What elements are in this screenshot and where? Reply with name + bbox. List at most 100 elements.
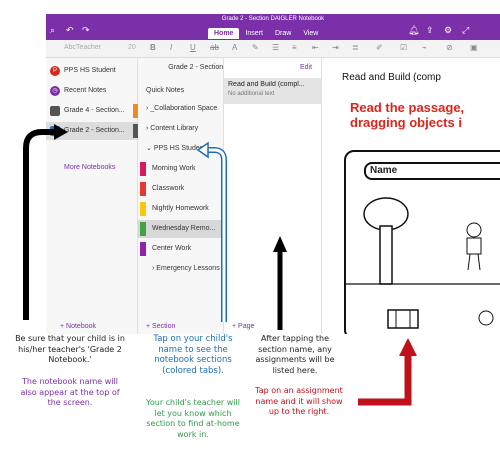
- section-tab-wednesday-remote[interactable]: Wednesday Remo...: [138, 220, 224, 238]
- notebook-grade2[interactable]: Grade 2 - Section...: [46, 122, 138, 140]
- section-color-swatch: [140, 222, 146, 236]
- more-notebooks-link[interactable]: More Notebooks: [64, 164, 116, 171]
- section-group-collaboration[interactable]: › _Collaboration Space: [138, 100, 224, 118]
- page-item-title: Read and Build (compl...: [228, 81, 305, 88]
- notebook-color-bar: [133, 104, 138, 118]
- outdent-icon[interactable]: ⇤: [312, 43, 319, 52]
- name-field: Name: [364, 162, 500, 180]
- title-bar: Grade 2 - Section DAIGLER Notebook ⌕ ↶ ↷…: [46, 14, 500, 40]
- annotation-section-instruction: Tap on your child's name to see the note…: [153, 334, 233, 376]
- window-title: Grade 2 - Section DAIGLER Notebook: [221, 16, 325, 22]
- annotation-notebook-instruction: Be sure that your child is in his/her te…: [15, 334, 125, 364]
- checkbox-tag-icon[interactable]: ☑: [400, 43, 408, 52]
- section-tab-label: Nightly Homework: [152, 205, 209, 212]
- section-tab-emergency-lessons[interactable]: › Emergency Lessons: [138, 260, 224, 278]
- worksheet-drawing: [346, 197, 500, 329]
- notebook-grade2-label: Grade 2 - Section...: [64, 127, 125, 134]
- notebook-grade4-label: Grade 4 - Section...: [64, 107, 125, 114]
- expand-icon[interactable]: ⤢: [462, 25, 470, 35]
- chevron-down-icon: ⌄: [146, 145, 154, 152]
- clear-format-icon[interactable]: ⊘: [446, 43, 453, 52]
- font-size-select[interactable]: 20: [128, 44, 136, 51]
- redo-icon[interactable]: ↷: [82, 25, 90, 35]
- tab-insert[interactable]: Insert: [245, 30, 263, 37]
- section-tab-morning-work[interactable]: Morning Work: [138, 160, 224, 178]
- section-tab-label: Morning Work: [152, 165, 196, 172]
- section-group-label: Content Library: [150, 125, 199, 132]
- tab-draw[interactable]: Draw: [274, 30, 292, 37]
- undo-icon[interactable]: ↶: [66, 25, 74, 35]
- hay-bale: [387, 309, 419, 329]
- share-icon[interactable]: ⇪: [426, 25, 434, 35]
- strikethrough-icon[interactable]: ab: [210, 43, 219, 52]
- underline-icon[interactable]: U: [190, 43, 196, 52]
- section-tab-nightly-homework[interactable]: Nightly Homework: [138, 200, 224, 218]
- recent-notes-item[interactable]: ◷ Recent Notes: [46, 82, 138, 100]
- section-group-content-library[interactable]: › Content Library: [138, 120, 224, 138]
- notebook-icon: [50, 126, 60, 136]
- bell-icon[interactable]: 🔔︎: [408, 25, 420, 35]
- section-group-student[interactable]: ⌄ PPS HS Student: [138, 140, 224, 158]
- page-item[interactable]: Read and Build (compl... No additional t…: [224, 78, 322, 104]
- section-tab-label: Emergency Lessons: [156, 265, 220, 272]
- account-avatar-icon: P: [50, 66, 60, 76]
- sections-pane: Grade 2 - Section DAIGLER Notebook Quick…: [138, 58, 288, 334]
- worksheet-headline: Read the passage, dragging objects i: [350, 100, 464, 130]
- pages-pane: Edit Read and Build (compl... No additio…: [224, 58, 322, 334]
- italic-icon[interactable]: I: [170, 43, 173, 52]
- page-title: Read and Build (comp: [342, 72, 441, 83]
- red-arrow: [358, 352, 412, 406]
- highlight-icon[interactable]: ✎: [252, 43, 259, 52]
- annotation-section-note: Your child's teacher will let you know w…: [146, 398, 240, 439]
- numbered-list-icon[interactable]: ≡: [292, 43, 297, 52]
- section-color-swatch: [140, 202, 146, 216]
- child-head: [466, 222, 482, 238]
- tree-trunk: [379, 225, 393, 285]
- add-notebook-button[interactable]: + Notebook: [60, 323, 96, 330]
- bullet-list-icon[interactable]: ☰: [272, 43, 280, 52]
- styles-icon[interactable]: ✐: [376, 43, 383, 52]
- font-color-icon[interactable]: A: [232, 43, 238, 52]
- notebook-color-bar: [133, 124, 138, 138]
- onenote-app: Grade 2 - Section DAIGLER Notebook ⌕ ↶ ↷…: [46, 14, 500, 334]
- section-color-swatch: [140, 242, 146, 256]
- worksheet-image: Name: [344, 150, 500, 334]
- indent-icon[interactable]: ⇥: [332, 43, 339, 52]
- notebook-grade4[interactable]: Grade 4 - Section...: [46, 102, 138, 120]
- annotation-assignment-instruction: Tap on an assignment name and it will sh…: [255, 386, 343, 416]
- apple: [478, 310, 494, 326]
- section-tab-center-work[interactable]: Center Work: [138, 240, 224, 258]
- tab-view[interactable]: View: [303, 30, 319, 37]
- bold-icon[interactable]: B: [150, 43, 156, 52]
- keyboard-icon[interactable]: ▣: [470, 43, 478, 52]
- notebooks-pane: P PPS HS Student ◷ Recent Notes Grade 4 …: [46, 58, 138, 334]
- page-item-subtitle: No additional text: [228, 91, 275, 97]
- tree-crown: [363, 197, 409, 231]
- clock-icon: ◷: [50, 86, 60, 96]
- section-group-quick-notes[interactable]: Quick Notes: [146, 87, 185, 94]
- add-section-button[interactable]: + Section: [146, 323, 176, 330]
- section-color-swatch: [140, 162, 146, 176]
- font-family-select[interactable]: AbcTeacher: [64, 44, 101, 51]
- edit-button[interactable]: Edit: [300, 64, 313, 71]
- account-label: PPS HS Student: [64, 67, 116, 74]
- search-icon[interactable]: ⌕: [50, 25, 56, 35]
- tab-home[interactable]: Home: [208, 28, 240, 39]
- page-canvas[interactable]: Read and Build (comp Read the passage, d…: [322, 58, 500, 334]
- child-leg: [467, 253, 471, 271]
- ribbon-toolbar: AbcTeacher 20 B I U ab A ✎ ☰ ≡ ⇤ ⇥ ≣ ✐ ☑…: [46, 40, 500, 58]
- section-group-label: _Collaboration Space: [150, 105, 218, 112]
- section-tab-label: Classwork: [152, 185, 185, 192]
- child-leg: [477, 253, 481, 271]
- section-tab-label: Center Work: [152, 245, 192, 252]
- account-item[interactable]: P PPS HS Student: [46, 62, 138, 80]
- chevron-right-icon: ›: [152, 265, 157, 272]
- chevron-right-icon: ›: [146, 105, 151, 112]
- add-page-button[interactable]: + Page: [232, 323, 255, 330]
- tag-icon[interactable]: ⌁: [422, 43, 427, 52]
- recent-notes-label: Recent Notes: [64, 87, 107, 94]
- section-tab-classwork[interactable]: Classwork: [138, 180, 224, 198]
- align-icon[interactable]: ≣: [352, 43, 359, 52]
- child-body: [466, 237, 482, 255]
- gear-icon[interactable]: ⚙: [444, 25, 453, 35]
